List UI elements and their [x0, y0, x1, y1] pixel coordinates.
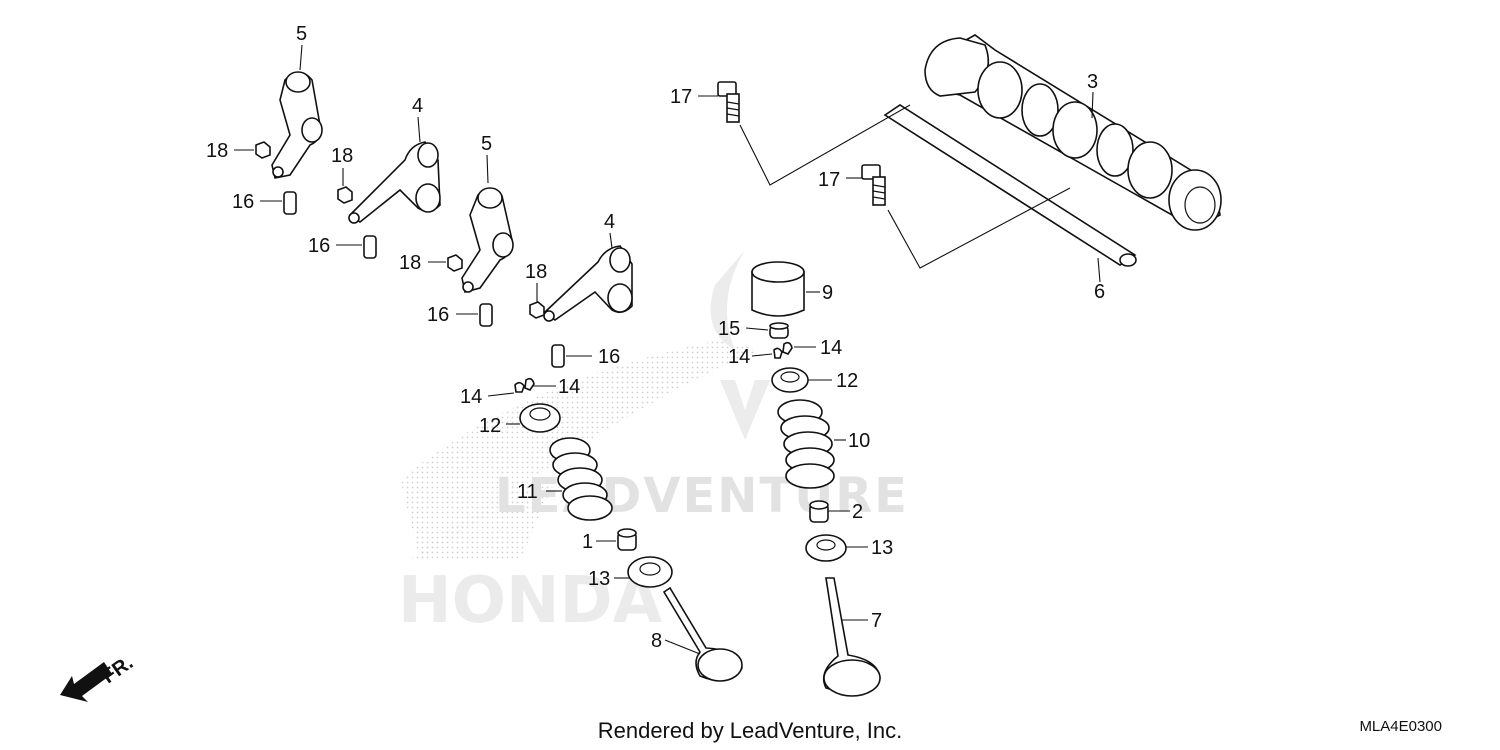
lifter-9: [751, 261, 805, 317]
shim-15: [769, 322, 789, 339]
rocker-arm-4-right: [543, 245, 633, 322]
valve-retainer-12-right: [771, 367, 809, 393]
rocker-arm-5-left: [271, 71, 323, 179]
bolt-part-lower: [861, 164, 886, 206]
callout-14: 14: [728, 346, 750, 368]
front-arrow-label: FR.: [98, 652, 137, 689]
bolt-reference-lines: [739, 104, 1071, 269]
callout-10: 10: [848, 430, 870, 452]
callout-14: 14: [820, 337, 842, 359]
spring-seat-13-right: [805, 534, 847, 562]
leader-lines: [234, 44, 1101, 655]
callout-16: 16: [598, 346, 620, 368]
rocker-arm-4-left: [348, 141, 441, 224]
camshaft-part: [924, 34, 1222, 231]
nut-parts: [255, 141, 545, 319]
callout-15: 15: [718, 318, 740, 340]
callout-16: 16: [427, 304, 449, 326]
callout-13: 13: [588, 568, 610, 590]
valve-8-exhaust: [662, 586, 743, 682]
valve-cotter-right: [773, 341, 793, 359]
valve-spring-10: [777, 399, 835, 489]
callout-8: 8: [651, 630, 662, 652]
callout-18: 18: [206, 140, 228, 162]
bolt-part-upper: [717, 81, 740, 123]
front-arrow: FR.: [60, 652, 137, 702]
callout-14: 14: [460, 386, 482, 408]
valve-spring-11: [549, 437, 613, 521]
render-credit: Rendered by LeadVenture, Inc.: [598, 718, 903, 743]
callout-18: 18: [331, 145, 353, 167]
callout-12: 12: [836, 370, 858, 392]
leadventure-wordmark: LEADVENTURE: [495, 468, 909, 524]
rocker-shaft-part: [883, 104, 1137, 267]
honda-wordmark: HONDA: [398, 564, 663, 638]
callout-1: 1: [582, 531, 593, 553]
callout-5: 5: [481, 133, 492, 155]
stem-seal-1: [617, 528, 637, 551]
callout-12: 12: [479, 415, 501, 437]
callout-18: 18: [525, 261, 547, 283]
rocker-arm-5-middle: [461, 187, 514, 293]
callout-7: 7: [871, 610, 882, 632]
callout-2: 2: [852, 501, 863, 523]
callout-4: 4: [412, 95, 423, 117]
callout-11: 11: [517, 481, 538, 503]
callout-9: 9: [822, 282, 833, 304]
adjust-screw-parts: [283, 191, 565, 368]
callout-6: 6: [1094, 281, 1105, 303]
callout-16: 16: [308, 235, 330, 257]
valve-7-intake: [822, 577, 881, 697]
spring-seat-13-left: [627, 556, 673, 588]
valve-cotter-left: [514, 377, 535, 393]
callout-labels: 5 18 16 4 18 16 5 18 16 4 18 16 14 14 12…: [206, 23, 1105, 652]
callout-14: 14: [558, 376, 580, 398]
callout-17: 17: [670, 86, 692, 108]
diagram-code: MLA4E0300: [1359, 718, 1442, 735]
callout-4: 4: [604, 211, 615, 233]
front-arrow-icon: [60, 662, 112, 702]
callout-17: 17: [818, 169, 840, 191]
callout-3: 3: [1087, 71, 1098, 93]
valve-retainer-12-left: [519, 403, 561, 433]
callout-5: 5: [296, 23, 307, 45]
callout-13: 13: [871, 537, 893, 559]
honda-watermark: HONDA: [398, 340, 760, 638]
callout-18: 18: [399, 252, 421, 274]
callout-16: 16: [232, 191, 254, 213]
stem-seal-2: [809, 500, 829, 523]
